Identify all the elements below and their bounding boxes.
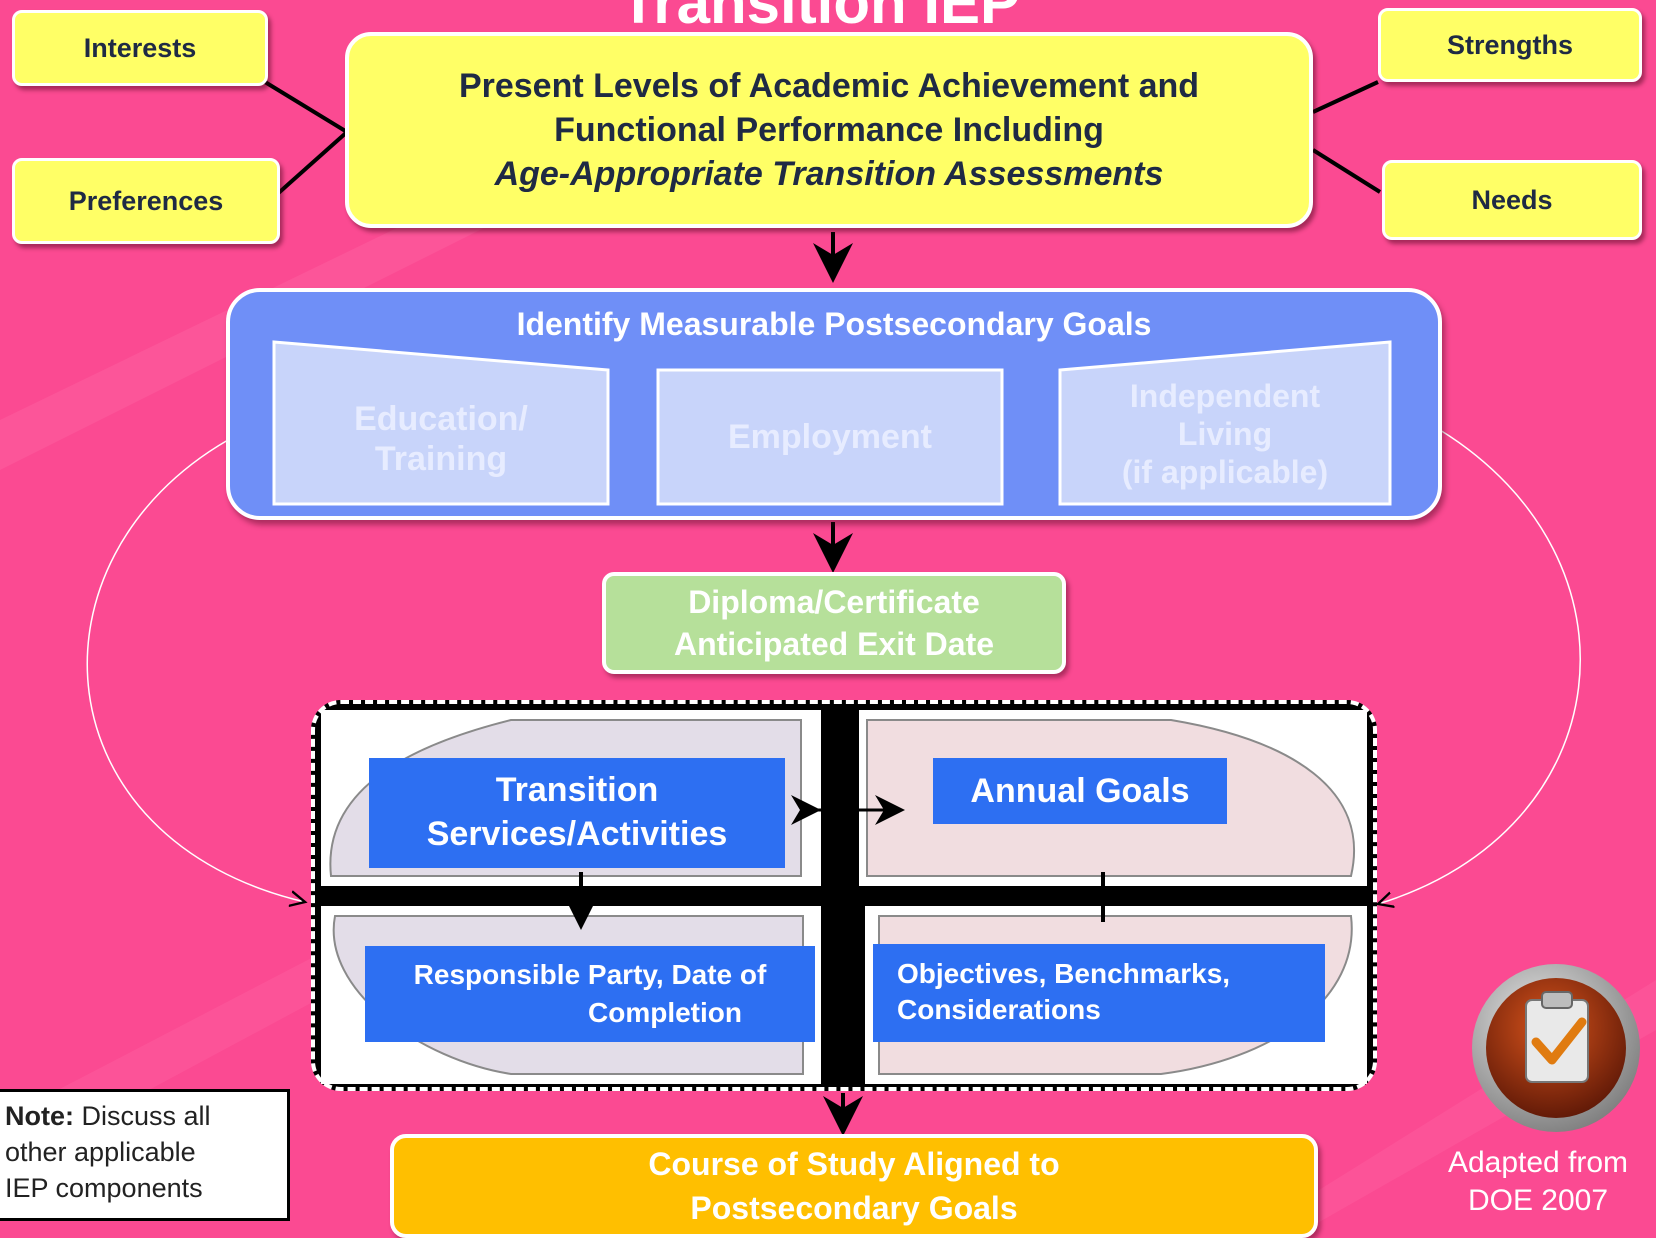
living-label: Living [1177, 416, 1273, 452]
interests-connector [263, 80, 349, 134]
postsecondary-goals-title: Identify Measurable Postsecondary Goals [516, 306, 1152, 342]
employment-card: Employment [727, 418, 933, 456]
credit-line-2: DOE 2007 [1467, 1184, 1609, 1217]
note-line-2: other applicable [5, 1137, 196, 1167]
transition-services-box: Transition Services/Activities [369, 758, 785, 868]
right-feedback-arc [1378, 429, 1581, 904]
strengths-connector [1312, 80, 1379, 114]
plaafp-box: Present Levels of Academic Achievement a… [345, 32, 1313, 228]
independent-living-card: Independent Living (if applicable) [1060, 364, 1390, 504]
responsible-line-2: Completion [588, 997, 742, 1028]
clipboard-check-icon [1472, 964, 1640, 1132]
strengths-box: Strengths [1378, 8, 1642, 82]
services-goals-panel: Transition Services/Activities Annual Go… [311, 700, 1377, 1091]
plaafp-line-2: Functional Performance Including [554, 111, 1104, 149]
needs-connector [1311, 148, 1382, 194]
transition-services-line-2: Services/Activities [426, 815, 728, 853]
independent-label: Independent [1129, 378, 1321, 414]
credit-text: Adapted from DOE 2007 [1420, 1144, 1656, 1220]
plaafp-line-1: Present Levels of Academic Achievement a… [458, 67, 1200, 105]
diploma-line-2: Anticipated Exit Date [673, 626, 995, 662]
annual-goals-box: Annual Goals [933, 758, 1227, 824]
goal-card-shapes [272, 340, 1392, 506]
page-title: Transition IEP [619, 0, 1021, 36]
needs-box: Needs [1382, 160, 1642, 240]
transition-services-line-1: Transition [495, 771, 659, 809]
interests-box: Interests [12, 10, 268, 86]
responsible-line-1: Responsible Party, Date of [413, 959, 767, 990]
postsecondary-goals-panel: Identify Measurable Postsecondary Goals … [226, 288, 1442, 520]
objectives-line-1: Objectives, Benchmarks, [897, 958, 1231, 989]
note-box: Note: Discuss all other applicable IEP c… [0, 1089, 290, 1221]
objectives-box: Objectives, Benchmarks, Considerations [873, 944, 1325, 1042]
education-label: Education/ [354, 400, 528, 438]
credit-line-1: Adapted from [1447, 1146, 1629, 1179]
left-feedback-arc [86, 439, 305, 902]
training-label: Training [374, 440, 508, 478]
diploma-box: Diploma/Certificate Anticipated Exit Dat… [602, 572, 1066, 674]
preferences-box: Preferences [12, 158, 280, 244]
course-line-1: Course of Study Aligned to [648, 1146, 1060, 1182]
note-line-1: Note: Discuss all [5, 1101, 211, 1131]
note-line-3: IEP components [5, 1173, 203, 1203]
responsible-party-box: Responsible Party, Date of Completion [365, 946, 815, 1042]
if-applicable-label: (if applicable) [1121, 454, 1329, 490]
education-training-card: Education/ Training [274, 374, 608, 504]
diploma-line-1: Diploma/Certificate [688, 584, 980, 620]
objectives-line-2: Considerations [897, 994, 1101, 1025]
course-of-study-box: Course of Study Aligned to Postsecondary… [390, 1134, 1318, 1238]
plaafp-line-3: Age-Appropriate Transition Assessments [494, 155, 1164, 193]
course-line-2: Postsecondary Goals [690, 1190, 1018, 1226]
